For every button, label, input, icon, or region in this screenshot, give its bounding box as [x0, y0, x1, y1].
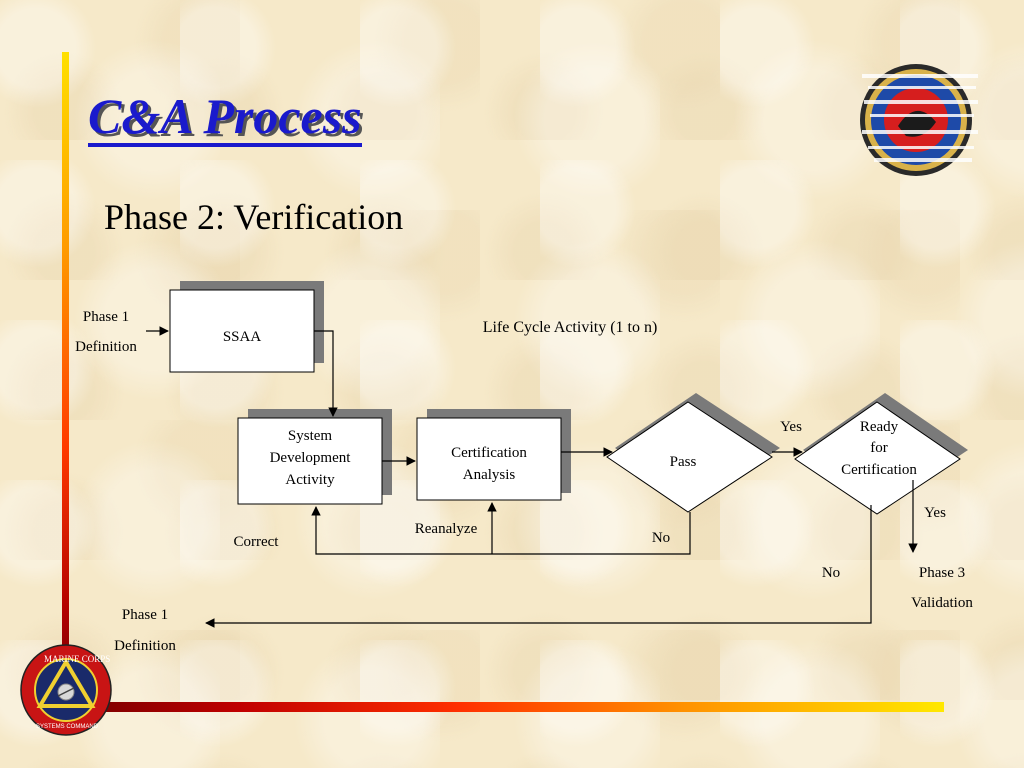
- sda-label-line2: Development: [270, 450, 352, 466]
- marine-corps-systems-command-logo-icon: MARINE CORPS SYSTEMS COMMAND: [20, 644, 112, 736]
- node-pass-decision: Pass: [606, 393, 780, 513]
- node-system-development-activity: System Development Activity: [237, 409, 392, 505]
- cert-analysis-label-line2: Analysis: [463, 467, 516, 483]
- phase1-top-line2: Definition: [75, 339, 137, 355]
- logo-ring-bottom-text: SYSTEMS COMMAND: [36, 724, 99, 730]
- edge-ssaa-to-sda: [314, 330, 338, 417]
- sda-label-line1: System: [288, 428, 333, 444]
- emblem-logo-icon: [860, 64, 978, 176]
- yes-pass-label: Yes: [780, 419, 802, 435]
- edge-pass-no-to-sda: [311, 506, 691, 555]
- no-pass-label: No: [652, 530, 670, 546]
- logo-ring-top-text: MARINE CORPS: [44, 654, 110, 664]
- correct-label: Correct: [234, 534, 280, 550]
- sda-label-line3: Activity: [285, 472, 335, 488]
- pass-label: Pass: [670, 454, 697, 470]
- slide-title: C&A Process: [88, 90, 362, 147]
- flow-edges: [146, 326, 918, 628]
- reanalyze-label: Reanalyze: [415, 521, 478, 537]
- ready-label-line3: Certification: [841, 462, 917, 478]
- lifecycle-label: Life Cycle Activity (1 to n): [483, 319, 658, 336]
- ready-label-line2: for: [870, 440, 888, 456]
- phase1-bottom-line1: Phase 1: [122, 607, 168, 623]
- phase1-bottom-line2: Definition: [114, 638, 176, 654]
- phase3-line1: Phase 3: [919, 565, 965, 581]
- cert-analysis-label-line1: Certification: [451, 445, 527, 461]
- slide-subtitle: Phase 2: Verification: [104, 197, 404, 237]
- vertical-accent-bar: [62, 52, 69, 712]
- yes-ready-label: Yes: [924, 505, 946, 521]
- phase1-top-line1: Phase 1: [83, 309, 129, 325]
- no-ready-label: No: [822, 565, 840, 581]
- horizontal-accent-bar: [62, 702, 944, 712]
- node-certification-analysis: Certification Analysis: [416, 409, 571, 501]
- phase3-line2: Validation: [911, 595, 973, 611]
- node-ready-for-certification-decision: Ready for Certification: [794, 393, 968, 515]
- ready-label-line1: Ready: [860, 419, 899, 435]
- node-ssaa: SSAA: [169, 281, 324, 373]
- edge-ready-no-to-phase1: [205, 505, 872, 628]
- ssaa-label: SSAA: [223, 329, 262, 345]
